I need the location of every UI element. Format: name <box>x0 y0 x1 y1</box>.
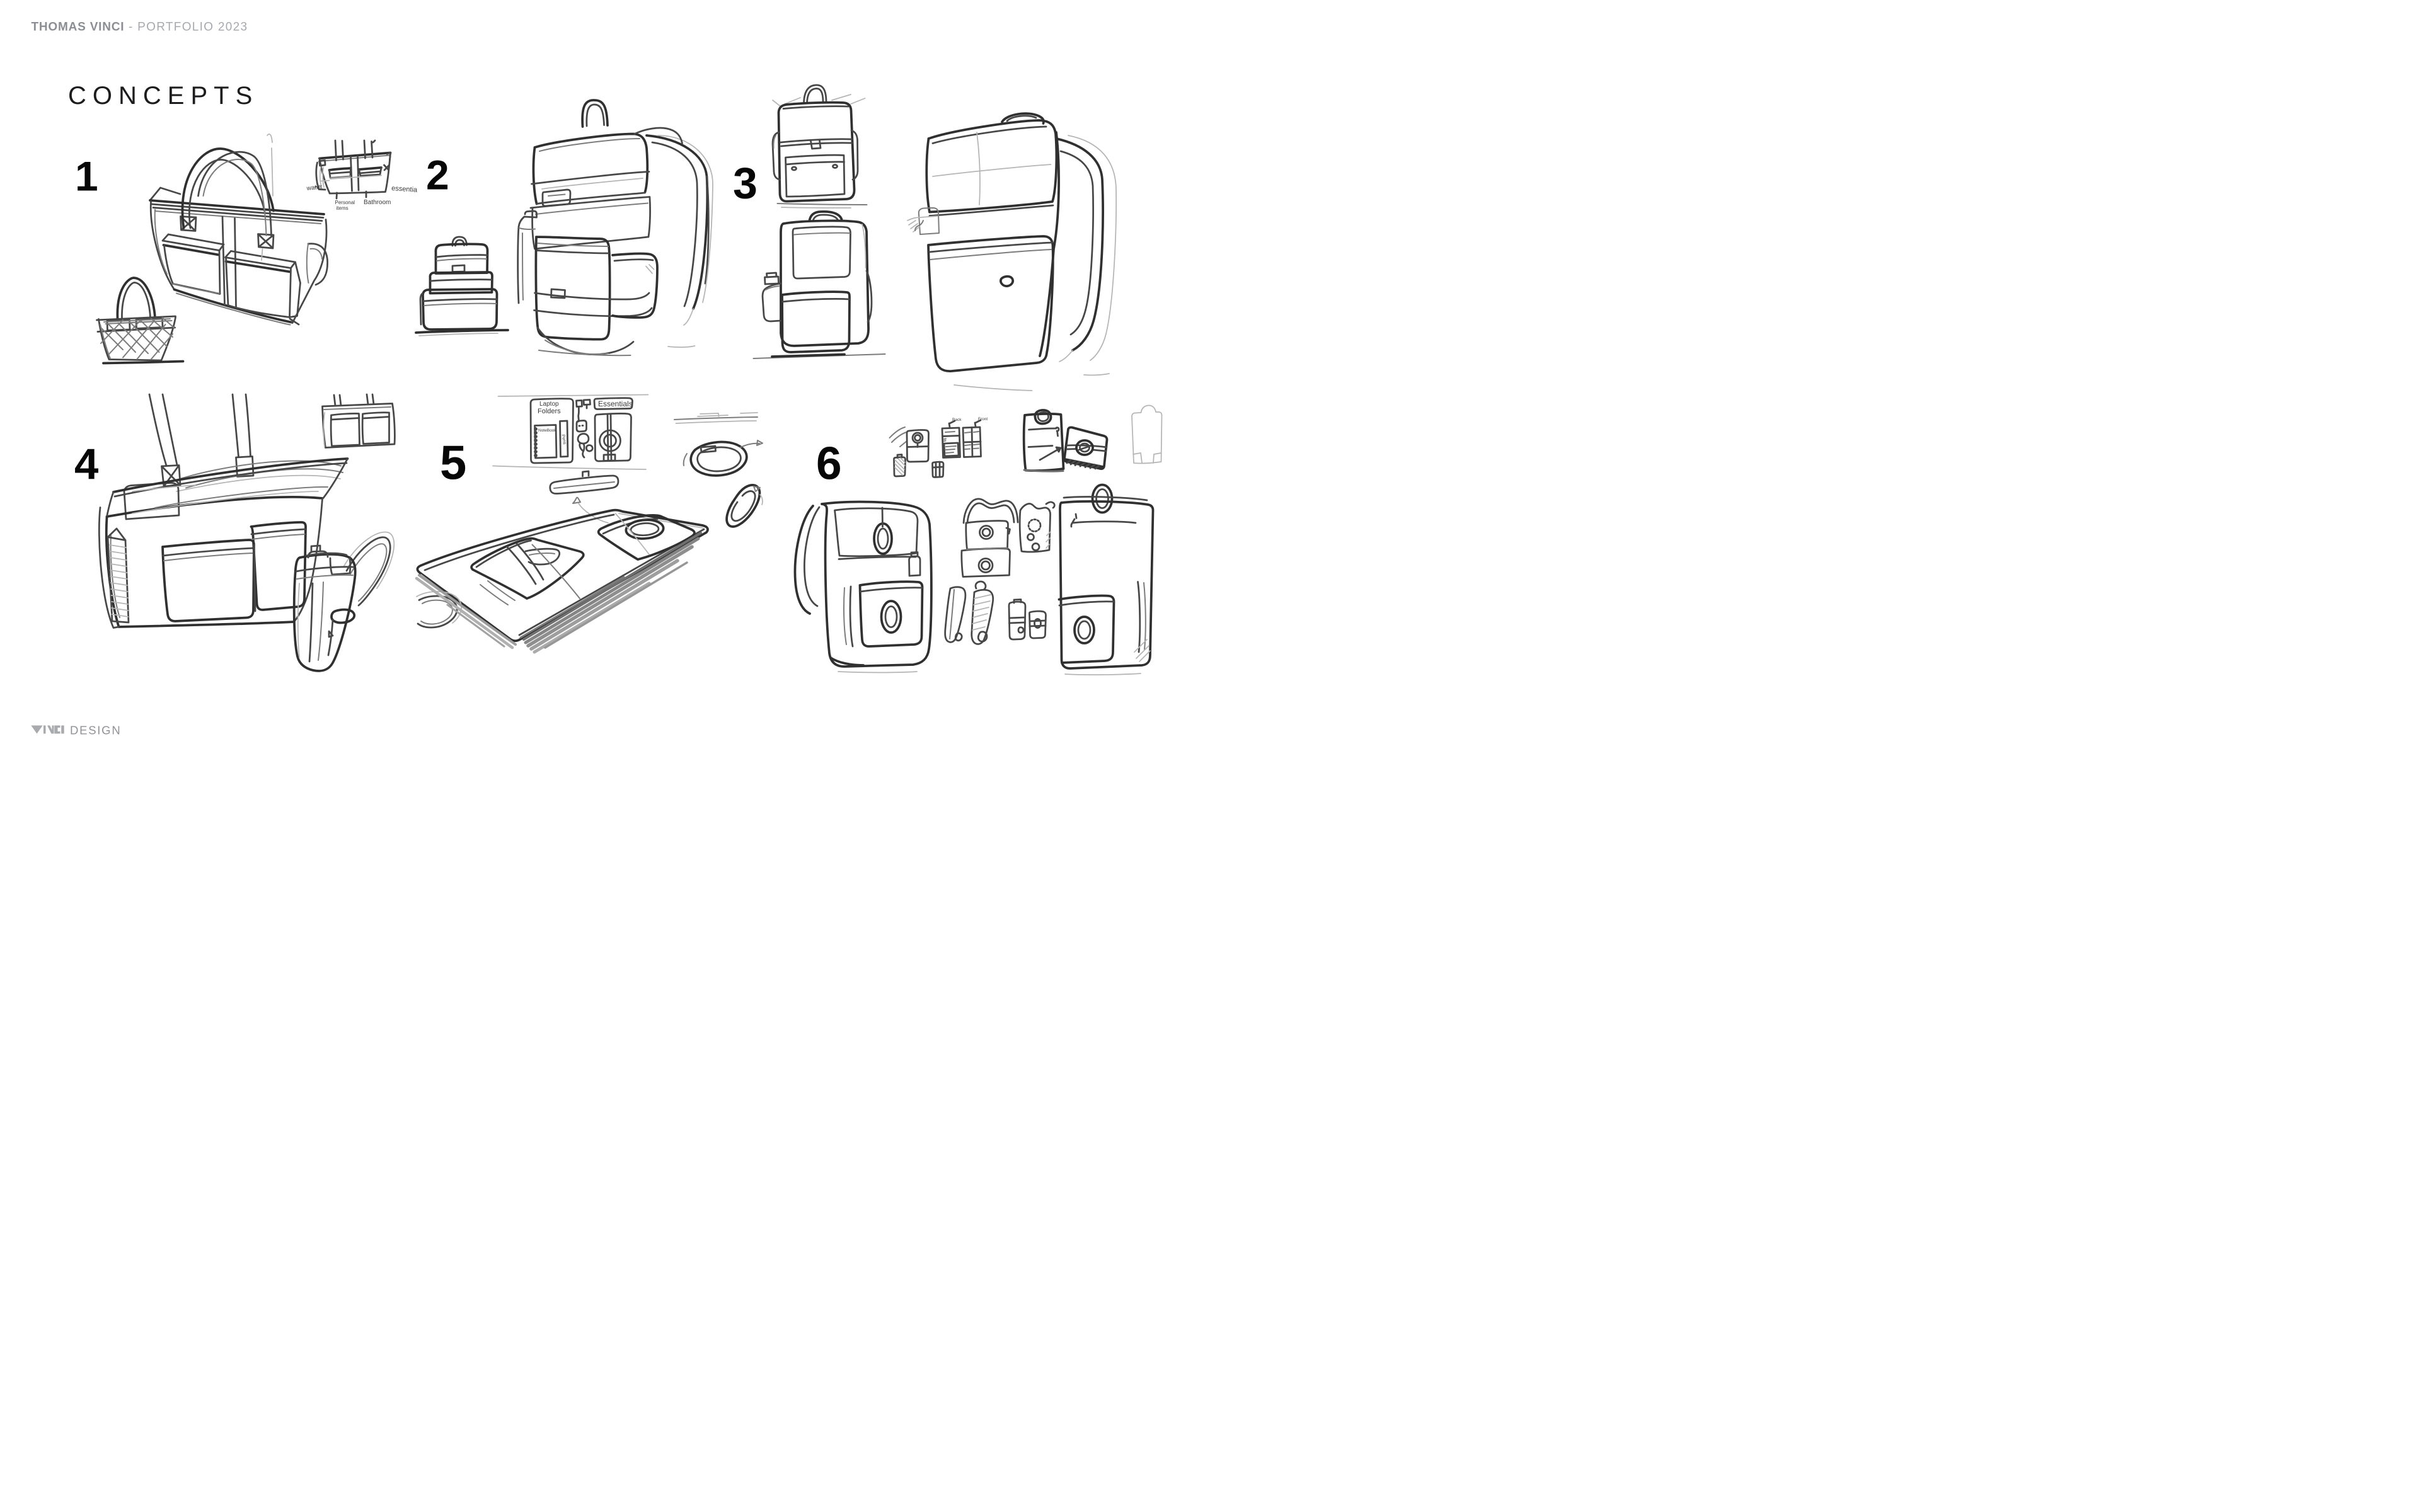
svg-text:5: 5 <box>440 437 466 490</box>
svg-text:Front: Front <box>978 417 988 421</box>
svg-text:Folders: Folders <box>538 408 561 415</box>
svg-text:Personal: Personal <box>335 200 355 205</box>
svg-text:2: 2 <box>426 152 449 198</box>
svg-text:1: 1 <box>75 153 98 200</box>
svg-text:Laptop: Laptop <box>539 401 559 408</box>
svg-text:water: water <box>306 183 323 192</box>
svg-text:Bathroom: Bathroom <box>364 199 391 206</box>
svg-text:4: 4 <box>74 440 98 488</box>
svg-text:DESIGN: DESIGN <box>70 724 121 737</box>
svg-text:3: 3 <box>733 159 758 208</box>
svg-text:NoteBook: NoteBook <box>538 428 556 433</box>
svg-text:CONCEPTS: CONCEPTS <box>68 82 258 110</box>
svg-text:THOMAS VINCI - PORTFOLIO 2023: THOMAS VINCI - PORTFOLIO 2023 <box>32 21 248 34</box>
svg-text:Pens: Pens <box>561 434 567 445</box>
svg-text:items: items <box>337 205 349 211</box>
svg-text:6: 6 <box>816 438 842 490</box>
svg-text:Back: Back <box>952 418 962 422</box>
svg-text:Essentials: Essentials <box>598 399 633 408</box>
svg-text:essentia: essentia <box>391 185 418 194</box>
